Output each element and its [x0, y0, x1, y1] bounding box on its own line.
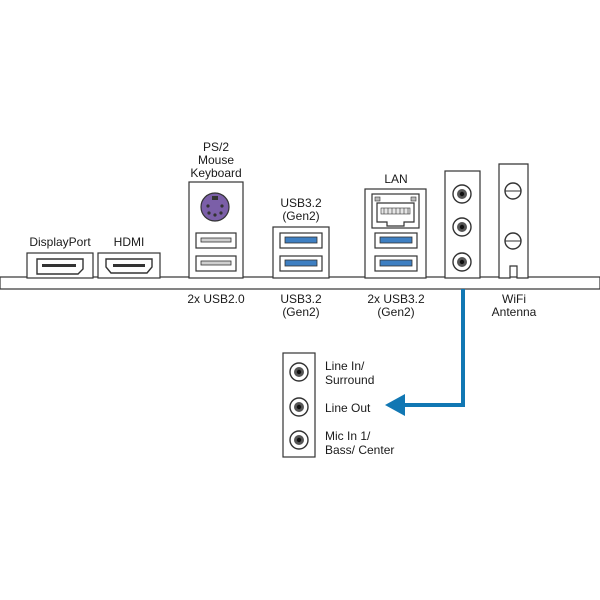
usb20-bottom-label: 2x USB2.0	[187, 292, 245, 306]
wifi-antenna-connector-2	[504, 232, 522, 250]
hdmi-port	[97, 252, 161, 279]
audio-jack-bottom	[452, 252, 472, 272]
audio-jack-top	[452, 184, 472, 204]
usb32x2-bottom-label-line2: (Gen2)	[377, 305, 415, 319]
usb20-port-1	[195, 232, 237, 249]
line-in-label-line2: Surround	[325, 373, 375, 387]
usb32-top-label-line2: (Gen2)	[282, 209, 320, 223]
line-in-jack	[289, 362, 309, 382]
wifi-antenna-bracket	[498, 163, 529, 279]
io-shield-rail	[0, 276, 600, 290]
hdmi-label: HDMI	[113, 235, 145, 249]
audio-jack-panel	[282, 352, 316, 458]
line-in-label-line1: Line In/	[325, 359, 365, 373]
mic-in-jack	[289, 430, 309, 450]
displayport-port	[26, 252, 94, 279]
mic-in-label-line2: Bass/ Center	[325, 443, 395, 457]
usb20-port-2	[195, 255, 237, 272]
audio-jack-middle	[452, 217, 472, 237]
ps2-label-line3: Keyboard	[190, 166, 242, 180]
usb32-bottom-label-line1: USB3.2	[280, 292, 322, 306]
line-out-jack	[289, 397, 309, 417]
usb32-port-2	[279, 255, 323, 272]
lan-usb32-block	[364, 188, 427, 279]
wifi-label-line2: Antenna	[491, 305, 537, 319]
usb32-bottom-label-line2: (Gen2)	[282, 305, 320, 319]
ps2-usb20-block	[188, 181, 244, 279]
wifi-antenna-connector-1	[504, 182, 522, 200]
displayport-label: DisplayPort	[29, 235, 91, 249]
lan-label: LAN	[384, 172, 408, 186]
line-out-label: Line Out	[325, 401, 371, 415]
usb32-gen2-block	[272, 226, 330, 279]
ps2-label-line1: PS/2	[202, 140, 229, 154]
usb32-port-4	[374, 255, 418, 272]
audio-jack-block	[444, 170, 481, 279]
ps2-label-line2: Mouse	[197, 153, 235, 167]
usb32-top-label-line1: USB3.2	[280, 196, 322, 210]
audio-callout-arrow	[385, 289, 465, 416]
lan-port	[371, 193, 420, 229]
usb32x2-bottom-label-line1: 2x USB3.2	[367, 292, 425, 306]
wifi-label-line1: WiFi	[502, 292, 526, 306]
usb32-port-1	[279, 232, 323, 249]
mic-in-label-line1: Mic In 1/	[325, 429, 371, 443]
usb32-port-3	[374, 232, 418, 249]
